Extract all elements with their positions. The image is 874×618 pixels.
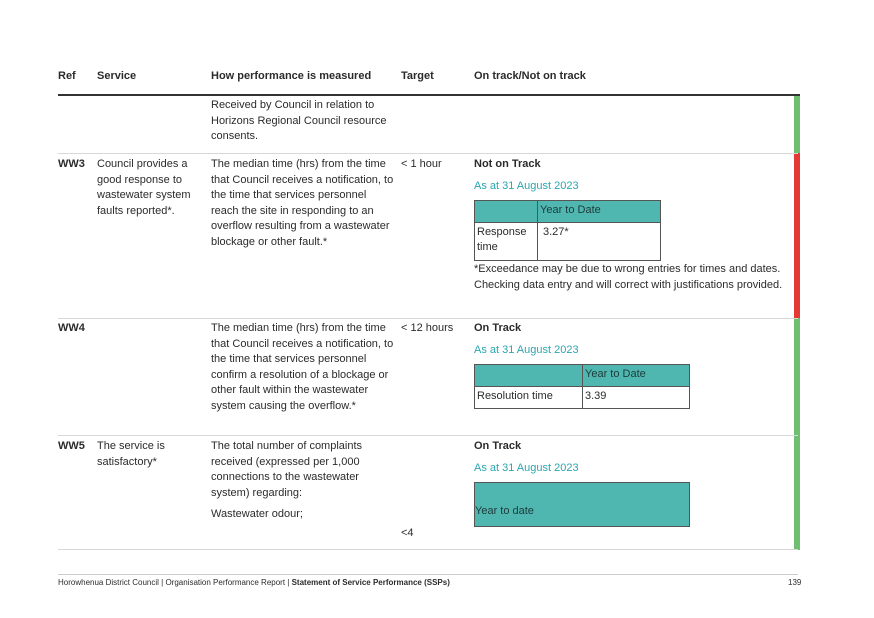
as-at-date: As at 31 August 2023 [474,180,579,192]
table-row-value: 3.27* [537,222,661,261]
row-divider [58,318,798,319]
header-measure: How performance is measured [211,70,372,82]
table-header: Year to Date [582,364,690,387]
ref-ww3: WW3 [58,158,85,170]
ytd-box: Year to date [474,482,690,527]
ytd-table: Year to Date Response time 3.27* [474,200,661,261]
row-divider [58,549,798,550]
table-row-label: Resolution time [474,386,583,409]
footer-section: Statement of Service Performance (SSPs) [291,578,450,587]
ref-ww5: WW5 [58,440,85,452]
header-ref: Ref [58,70,76,82]
status-bar-not-on-track [794,153,800,318]
service-text: Council provides a good response to wast… [97,158,191,217]
measure-text: The median time (hrs) from the time that… [211,158,394,248]
footer-text: Horowhenua District Council | Organisati… [58,578,450,587]
status-bar-on-track [794,96,800,153]
status-bar-on-track [794,318,800,550]
as-at-date: As at 31 August 2023 [474,344,579,356]
as-at-date: As at 31 August 2023 [474,462,579,474]
target-value: < 12 hours [401,322,454,334]
page-number: 139 [788,578,802,587]
status-label: On Track [474,440,522,452]
ytd-box-label: Year to date [475,505,534,517]
table-row-label: Response time [474,222,538,261]
table-corner [474,364,583,387]
table-corner [474,200,538,223]
service-text: The service is satisfactory* [97,440,165,468]
header-service: Service [97,70,137,82]
table-header: Year to Date [537,200,661,223]
measure-text: The total number of complaints received … [211,440,363,499]
header-rule [58,94,800,96]
note-text: *Exceedance may be due to wrong entries … [474,263,783,291]
measure-item: Wastewater odour; [211,508,303,520]
header-target: Target [401,70,434,82]
measure-text: The median time (hrs) from the time that… [211,322,394,412]
status-label: On Track [474,322,522,334]
footer-org: Horowhenua District Council | Organisati… [58,578,292,587]
row-divider [58,435,798,436]
row-divider [58,153,798,154]
status-label: Not on Track [474,158,541,170]
ref-ww4: WW4 [58,322,85,334]
target-value: < 1 hour [401,158,442,170]
table-row-value: 3.39 [582,386,690,409]
ytd-table: Year to Date Resolution time 3.39 [474,364,690,409]
measure-text: Received by Council in relation to Horiz… [211,99,387,142]
footer-rule [58,574,798,575]
target-value: <4 [401,527,414,539]
header-status: On track/Not on track [474,70,586,82]
